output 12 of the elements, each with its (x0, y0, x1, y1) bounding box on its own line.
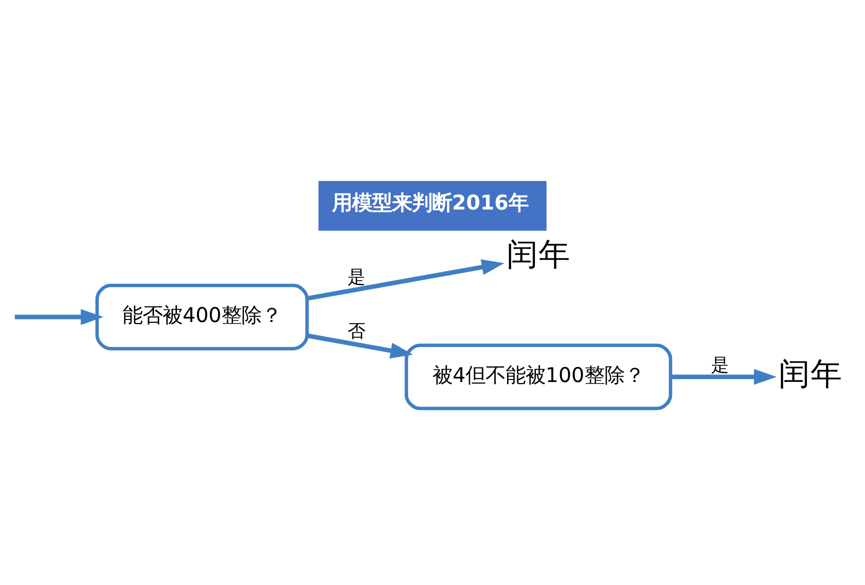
edge-label: 是 (711, 355, 730, 376)
node-box: 能否被400整除？ (95, 284, 309, 350)
arrow (306, 259, 504, 301)
node-text: 闰年 (506, 237, 570, 274)
diagram-title: 用模型来判断2016年 (332, 190, 529, 215)
edge-label: 否 (348, 321, 366, 342)
node-text: 闰年 (778, 356, 842, 393)
arrow (14, 309, 104, 325)
arrow (306, 333, 414, 358)
node-box: 被4但不能被100整除？ (404, 344, 672, 410)
edge-label: 是 (348, 266, 366, 288)
arrow (670, 368, 777, 385)
